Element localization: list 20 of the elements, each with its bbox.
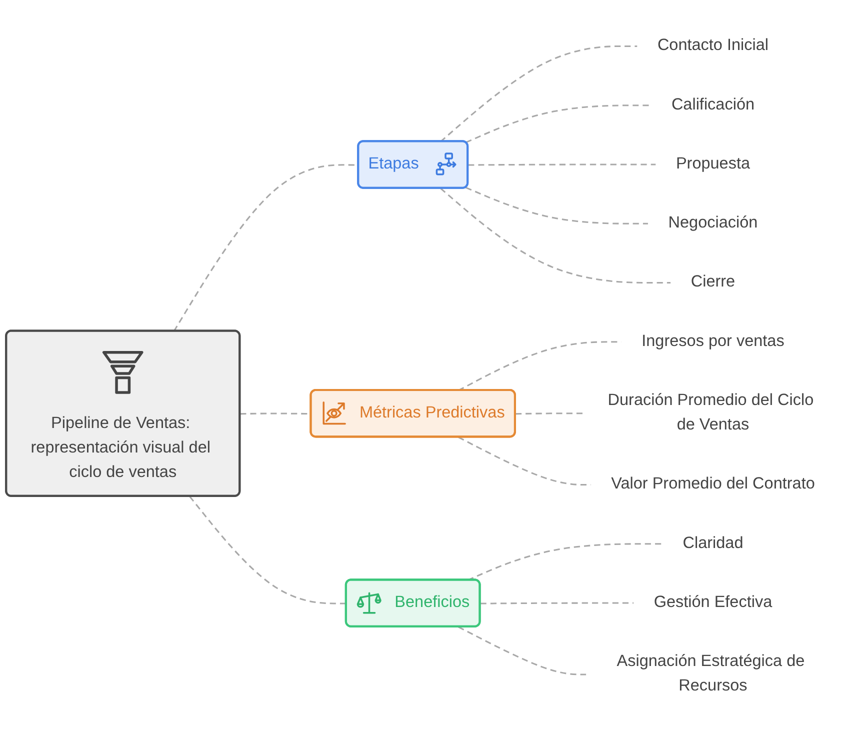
connector — [189, 496, 346, 604]
connector — [458, 626, 586, 676]
node-text: Valor Promedio del Contrato — [611, 476, 815, 493]
node-text: Asignación Estratégica de Recursos — [616, 652, 805, 695]
connector — [466, 186, 648, 224]
node-text: Claridad — [682, 534, 744, 552]
node-text: Gestión Efectiva — [654, 594, 772, 612]
node-text: Duración Promedio del Ciclo de Ventas — [608, 392, 814, 434]
connector — [440, 45, 638, 142]
node-text: Propuesta — [676, 155, 750, 172]
node-text: Contacto Inicial — [657, 36, 769, 54]
node-text: Calificación — [671, 96, 755, 114]
node-text: Negociación — [668, 214, 758, 232]
connector — [458, 436, 591, 486]
connector — [440, 188, 671, 284]
node-text: Ingresos por ventas — [642, 332, 784, 350]
connector — [468, 164, 656, 166]
node-text: Cierre — [690, 274, 736, 291]
connector — [465, 104, 652, 144]
connector — [480, 602, 634, 604]
